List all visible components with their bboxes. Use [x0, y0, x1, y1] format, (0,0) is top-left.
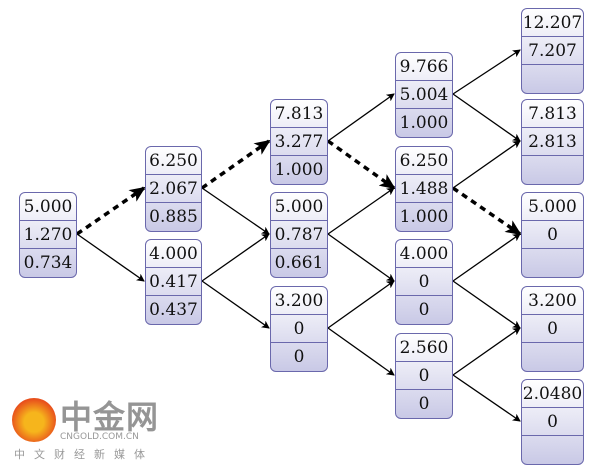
node-delta: 0: [418, 300, 430, 320]
node-value: 3.277: [271, 128, 327, 156]
node-value: 0: [271, 315, 327, 343]
node-price: 7.813: [522, 100, 583, 128]
branch-arrow: [327, 187, 395, 235]
branch-arrow: [201, 233, 270, 282]
node-delta: [522, 249, 583, 277]
node-value: 0.417: [146, 268, 201, 296]
node-value: 0: [522, 315, 583, 343]
node-value: 0: [396, 268, 452, 296]
node-price: 4.000: [396, 240, 452, 268]
node-value: 0: [522, 221, 583, 249]
node-value: 7.207: [522, 37, 583, 65]
node-delta: 0: [293, 347, 305, 367]
node-price: 2.560: [396, 334, 452, 362]
branch-arrow: [452, 233, 521, 282]
optimal-path-arrow: [452, 186, 522, 236]
node-price: 3.200: [271, 287, 327, 315]
optimal-path-arrow: [200, 139, 271, 190]
node-delta: [522, 65, 583, 93]
node-price: 5.000: [20, 193, 76, 221]
branch-arrow: [327, 233, 395, 282]
node-delta: 1.000: [399, 113, 449, 133]
branch-arrow: [76, 233, 145, 282]
node-value: 0.787: [271, 221, 327, 249]
branch-arrow: [327, 93, 395, 142]
brand-logo-icon: [12, 398, 56, 442]
branch-arrow: [452, 140, 521, 189]
node-price: 4.000: [146, 240, 201, 268]
branch-arrow: [452, 374, 521, 422]
node-value: 2.813: [522, 128, 583, 156]
node-delta: 0.661: [274, 253, 324, 273]
node-value: 0: [396, 362, 452, 390]
node-price: 5.000: [522, 193, 583, 221]
branch-arrow: [327, 280, 395, 329]
node-value: 5.004: [396, 81, 452, 109]
node-price: 6.250: [146, 147, 201, 175]
node-delta: [522, 436, 583, 464]
node-price: 2.0480: [522, 380, 583, 408]
watermark-tagline: 中文财经新媒体: [14, 448, 154, 461]
node-price: 6.250: [396, 147, 452, 175]
branch-arrow: [452, 93, 521, 142]
branch-arrow: [201, 280, 270, 329]
branch-arrow: [201, 187, 270, 235]
node-price: 3.200: [522, 287, 583, 315]
node-value: 0: [522, 408, 583, 436]
node-delta: 0: [418, 394, 430, 414]
branch-arrow: [452, 49, 521, 95]
branch-arrow: [452, 327, 521, 376]
node-price: 12.207: [522, 9, 583, 37]
branch-arrow: [327, 327, 395, 376]
node-price: 7.813: [271, 100, 327, 128]
node-delta: 0.734: [23, 253, 73, 273]
node-delta: 1.000: [274, 160, 324, 180]
optimal-path-arrow: [76, 186, 146, 236]
watermark-brand: 中金网: [60, 398, 160, 436]
node-price: 9.766: [396, 53, 452, 81]
watermark-url: CNGOLD.COM.CN: [60, 432, 139, 442]
node-delta: 1.000: [399, 207, 449, 227]
node-delta: 0.437: [149, 300, 198, 320]
node-price: 5.000: [271, 193, 327, 221]
node-delta: [522, 156, 583, 184]
node-value: 1.270: [20, 221, 76, 249]
branch-arrow: [452, 280, 521, 329]
watermark-logo: 中金网 CNGOLD.COM.CN 中文财经新媒体: [12, 394, 192, 464]
node-value: 1.488: [396, 175, 452, 203]
node-delta: 0.885: [149, 207, 198, 227]
optimal-path-arrow: [326, 139, 396, 190]
node-value: 2.067: [146, 175, 201, 203]
node-delta: [522, 343, 583, 371]
